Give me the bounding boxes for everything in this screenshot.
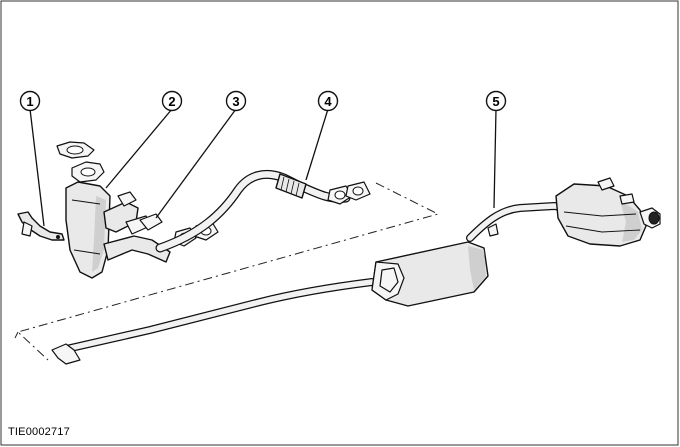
callout-1-number: 1: [26, 94, 33, 109]
callout-2: 2: [161, 90, 183, 112]
part-2-catalytic-converter: [56, 141, 171, 279]
figure-reference-code: TIE0002717: [8, 426, 70, 438]
callout-2-number: 2: [168, 94, 175, 109]
callout-3-number: 3: [232, 94, 239, 109]
leader-lines: [29, 108, 497, 227]
callout-3: 3: [225, 90, 247, 112]
callout-5-number: 5: [492, 94, 499, 109]
part-1-bracket: [17, 211, 65, 241]
callout-1: 1: [19, 90, 41, 112]
callout-4-number: 4: [324, 94, 332, 109]
alignment-outline: [14, 182, 440, 361]
part-4-front-pipe: [155, 170, 371, 253]
callout-4: 4: [317, 90, 339, 112]
part-5-rear-section: [51, 177, 661, 365]
callout-5: 5: [485, 90, 507, 112]
